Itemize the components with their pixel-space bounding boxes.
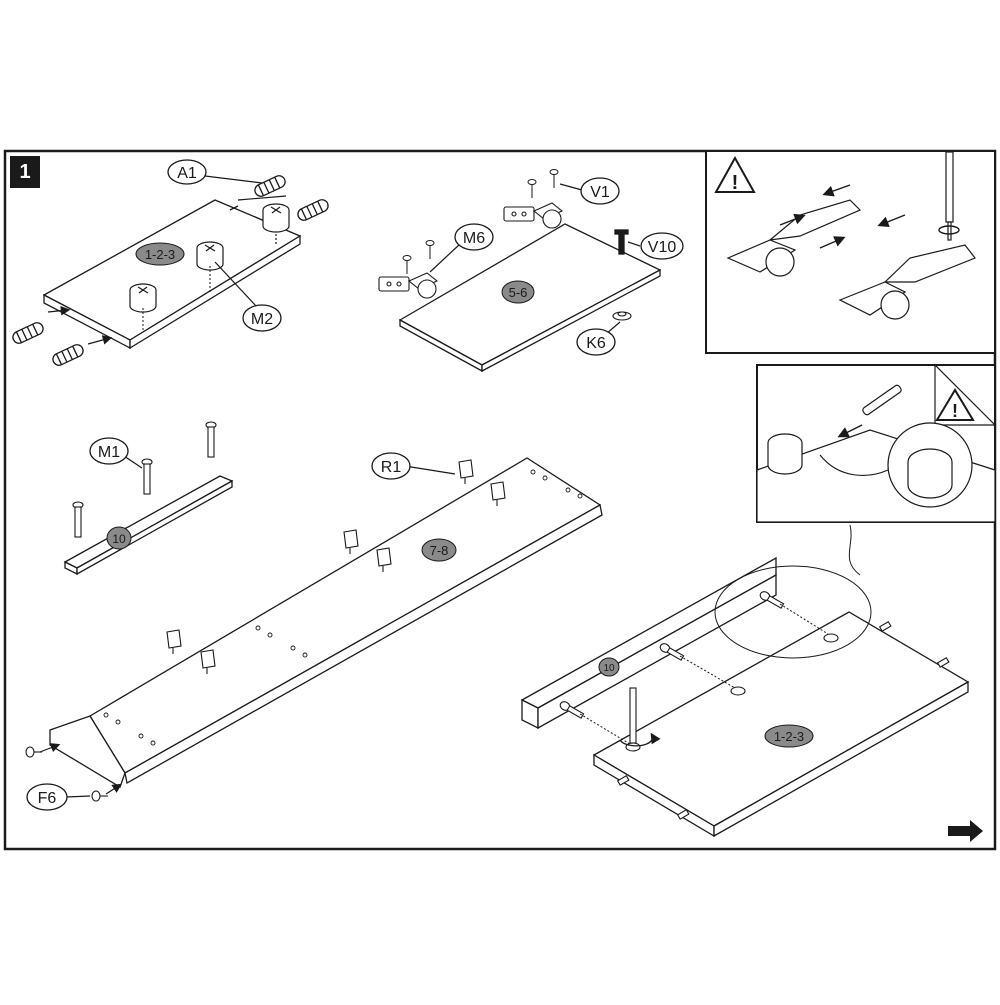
warning-triangle-icon <box>714 155 756 193</box>
leader-lines <box>65 175 641 798</box>
panel-tag-oval <box>598 657 620 677</box>
label-a1: A1 <box>177 165 197 182</box>
panel-tag-label: 10 <box>112 532 126 546</box>
long-panel-middle <box>49 457 603 788</box>
panel-tag-oval <box>421 538 457 562</box>
label-bubble-v10 <box>640 232 684 260</box>
label-bubble-m2 <box>242 304 282 332</box>
label-k6: K6 <box>586 335 606 352</box>
svg-text:!: ! <box>732 172 739 194</box>
rail-right-10 <box>520 556 777 730</box>
screw-group-m1 <box>72 421 217 538</box>
panel-holes <box>103 469 583 746</box>
label-v10: V10 <box>648 239 677 256</box>
screw-group-m6 <box>402 169 559 274</box>
hinge-group <box>378 202 564 299</box>
panel-tag-label: 7-8 <box>430 543 449 558</box>
inset-cam-lock-detail: ! <box>756 363 997 576</box>
panel-tag-oval <box>501 280 535 304</box>
panel-tag-oval <box>135 242 185 266</box>
rail-left-10 <box>63 475 234 576</box>
panel-tag-oval <box>106 526 132 550</box>
label-v1: V1 <box>590 184 610 201</box>
label-bubble-m6 <box>454 223 494 251</box>
panel-tag-label: 1-2-3 <box>774 729 804 744</box>
inset-hinge-adjustment: ! <box>705 150 996 354</box>
bumper-k6 <box>612 311 632 321</box>
label-bubble-a1 <box>167 159 207 185</box>
panel-tag-label: 5-6 <box>509 285 528 300</box>
label-m1: M1 <box>98 444 120 461</box>
label-f6: F6 <box>38 790 57 807</box>
label-m6: M6 <box>463 230 485 247</box>
next-arrow-icon <box>948 820 983 842</box>
dowel-a1-group <box>12 175 329 366</box>
label-bubble-f6 <box>26 783 68 811</box>
svg-text:!: ! <box>952 401 958 421</box>
shelf-support-r1-group <box>166 459 506 674</box>
label-bubble-m1 <box>89 437 129 465</box>
pin-v10 <box>614 229 629 255</box>
panel-tag-oval <box>764 724 814 748</box>
dowel-small-group <box>616 621 950 820</box>
label-r1: R1 <box>381 459 402 476</box>
detail-circle <box>714 565 872 659</box>
label-bubble-k6 <box>576 328 616 356</box>
step-number-badge: 1 <box>10 156 40 188</box>
label-m2: M2 <box>251 311 273 328</box>
warning-triangle-icon <box>935 388 975 421</box>
label-bubble-r1 <box>371 452 411 480</box>
pin-f6-group <box>25 746 108 802</box>
label-bubble-v1 <box>580 177 620 205</box>
panel-tag-label: 10 <box>603 663 615 674</box>
panel-tag-label: 1-2-3 <box>145 247 175 262</box>
